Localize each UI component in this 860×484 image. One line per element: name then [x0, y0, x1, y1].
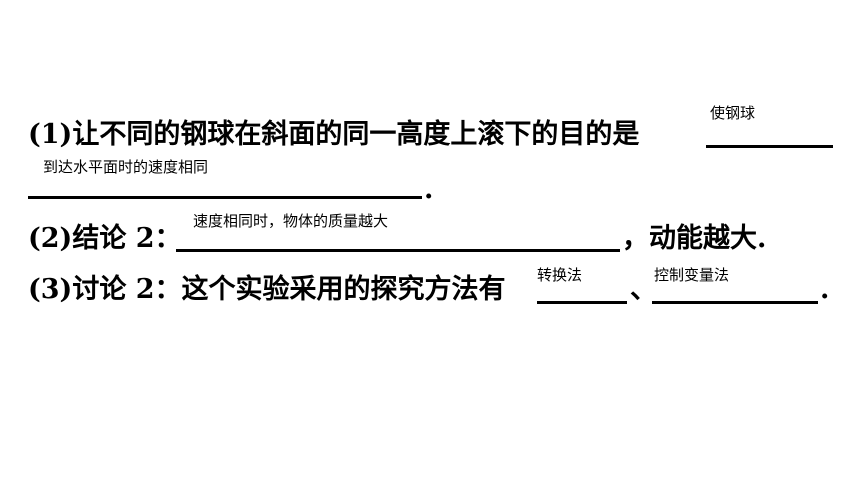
question-2-tail: ，动能越大.: [622, 223, 767, 254]
question-3-end-mark: .: [820, 274, 830, 305]
question-3-answer-2: 控制变量法: [654, 266, 730, 284]
question-1-blank-line1[interactable]: [706, 145, 833, 148]
question-1-text: (1)让不同的钢球在斜面的同一高度上滚下的目的是: [28, 119, 640, 150]
question-3-text: (3)讨论 2：这个实验采用的探究方法有: [28, 274, 506, 305]
question-1-answer-part2: 到达水平面时的速度相同: [43, 158, 209, 176]
question-3-blank-1[interactable]: [537, 301, 627, 304]
question-2-answer: 速度相同时，物体的质量越大: [193, 212, 389, 230]
question-1-answer-part1: 使钢球: [710, 104, 756, 122]
question-3-blank-2[interactable]: [652, 301, 818, 304]
question-3-separator: 、: [630, 274, 657, 305]
question-3-answer-1: 转换法: [537, 266, 583, 284]
question-2-blank[interactable]: [176, 249, 620, 252]
question-1-end-mark: .: [424, 174, 434, 205]
question-2-text: (2)结论 2：: [28, 223, 182, 254]
question-1-blank-line2[interactable]: [28, 196, 422, 199]
